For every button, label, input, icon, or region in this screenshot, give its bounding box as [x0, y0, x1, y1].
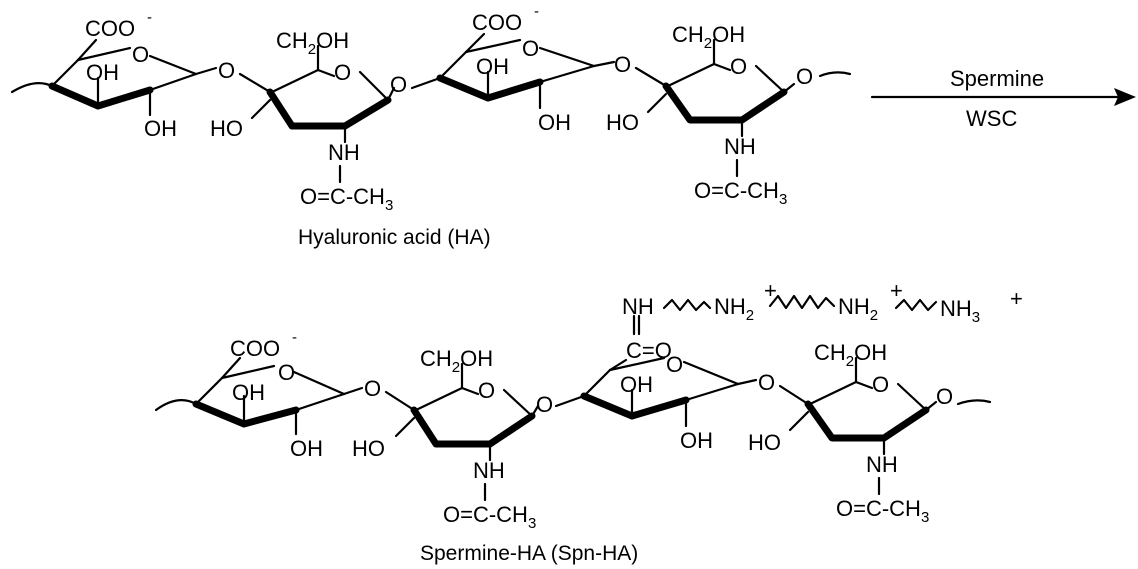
glycosidic-oxygen-label: O [758, 370, 775, 395]
hydroxyl-label: OH [86, 60, 119, 85]
glycosidic-oxygen-label: O [364, 376, 381, 401]
reagent-spermine: Spermine [950, 66, 1044, 91]
ring-oxygen-label: O [522, 36, 539, 61]
hydroxyl-label: OH [290, 436, 323, 461]
hydroxyl-left-label: HO [352, 436, 385, 461]
glucosamine-ring-2 [634, 38, 796, 178]
carboxylate-charge: - [292, 329, 297, 346]
charge-plus: + [764, 278, 777, 303]
ring-oxygen-label: O [478, 378, 495, 403]
spermine-chain [662, 294, 938, 312]
ring-oxygen-label: O [666, 352, 683, 377]
spermine-nh3-label: NH3 [940, 296, 980, 326]
spermine-nh2-label: NH2 [838, 294, 878, 324]
acetyl-label: O=C-CH3 [694, 178, 787, 208]
chain-end-left [10, 81, 54, 94]
ch2oh-label: CH2OH [276, 28, 349, 58]
charge-plus: + [1010, 286, 1023, 311]
amide-nh-label: NH [328, 140, 360, 165]
hydroxyl-left-label: HO [606, 110, 639, 135]
glucuronic-acid-ring-2 [410, 32, 616, 110]
spermine-nh2-label: NH2 [714, 294, 754, 324]
glucosamine-ring-1 [238, 44, 396, 184]
ring-oxygen-label: O [334, 60, 351, 85]
carboxylate-label: COO [230, 336, 280, 361]
hydroxyl-label: OH [476, 54, 509, 79]
glucuronic-acid-ring-1 [48, 38, 218, 117]
product-glucosamine-ring-1 [384, 362, 540, 502]
ch2oh-label: CH2OH [814, 340, 887, 370]
carboxylate-charge: - [534, 3, 539, 20]
reaction-arrow [870, 88, 1136, 106]
glycosidic-oxygen-label: O [536, 392, 553, 417]
hydroxyl-left-label: HO [748, 430, 781, 455]
chain-end-right [956, 399, 992, 406]
chain-end-left [154, 399, 198, 412]
carboxylate-label: COO [472, 10, 522, 35]
amide-nh-label: NH [724, 134, 756, 159]
glycosidic-oxygen-label: O [936, 384, 953, 409]
chain-end-right [818, 71, 852, 78]
ring-oxygen-label: O [132, 42, 149, 67]
hydroxyl-label: OH [680, 428, 713, 453]
glycosidic-oxygen-label: O [390, 72, 407, 97]
ch2oh-label: CH2OH [420, 346, 493, 376]
glycosidic-oxygen-label: O [796, 64, 813, 89]
ch2oh-label: CH2OH [672, 22, 745, 52]
acetyl-label: O=C-CH3 [443, 502, 536, 532]
ring-oxygen-label: O [872, 372, 889, 397]
acetyl-label: O=C-CH3 [836, 496, 929, 526]
hydroxyl-label: OH [620, 372, 653, 397]
product-glucuronic-acid-ring [192, 356, 364, 436]
amide-nh-label: NH [473, 458, 505, 483]
carboxylate-charge: - [147, 9, 152, 26]
hydroxyl-label: OH [538, 110, 571, 135]
ring-oxygen-label: O [278, 360, 295, 385]
arrow-head [1114, 88, 1136, 106]
product-spermine-amide-ring [554, 314, 758, 428]
glycosidic-oxygen-label: O [614, 52, 631, 77]
glycosidic-oxygen-label: O [218, 58, 235, 83]
reactant-structure: COO - O OH OH O CH2OH O O HO NH O=C-CH3 [10, 3, 852, 214]
product-caption: Spermine-HA (Spn-HA) [420, 542, 638, 565]
hydroxyl-left-label: HO [210, 116, 243, 141]
charge-plus: + [890, 278, 903, 303]
spermine-nh-label: NH [622, 294, 654, 319]
hydroxyl-label: OH [232, 380, 265, 405]
product-glucosamine-ring-2 [778, 356, 938, 496]
ring-oxygen-label: O [730, 54, 747, 79]
acetyl-label: O=C-CH3 [300, 184, 393, 214]
hydroxyl-label: OH [144, 116, 177, 141]
amide-carbonyl-label: C=O [626, 338, 672, 363]
amide-nh-label: NH [866, 452, 898, 477]
carboxylate-label: COO [85, 16, 135, 41]
reactant-caption: Hyaluronic acid (HA) [298, 226, 491, 249]
reagent-wsc: WSC [966, 106, 1017, 131]
product-structure: COO - O OH OH O CH2OH O O HO NH O=C-CH3 [154, 278, 1023, 532]
